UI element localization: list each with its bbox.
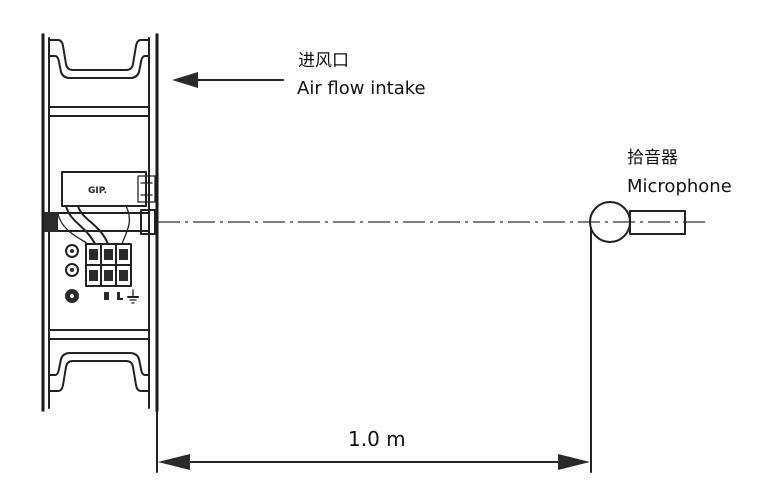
terminal-cell: [104, 270, 113, 281]
connector-dot-2: [70, 268, 74, 272]
terminal-cell: [119, 270, 128, 281]
fan-housing: [41, 33, 159, 412]
terminal-cell: [104, 249, 113, 260]
fan-bottom-rim-inner: [48, 352, 150, 376]
terminal-mark-2b: [117, 298, 123, 300]
wire-2: [77, 205, 109, 245]
distance-dimension: [156, 227, 592, 473]
microphone-head: [589, 201, 631, 243]
connector-circle-2: [65, 263, 79, 277]
microphone: [589, 201, 686, 243]
air-flow-arrow: [172, 72, 284, 88]
connector-dot-3: [70, 294, 74, 298]
wire-4: [57, 213, 89, 245]
terminal-mark-1: [104, 292, 109, 300]
connector-components: [65, 244, 139, 304]
air-flow-arrowhead-icon: [172, 72, 198, 88]
microphone-label-cn: 拾音器: [627, 148, 678, 168]
dimension-arrowhead-left-icon: [158, 454, 190, 470]
wiring: [57, 205, 130, 245]
wire-3: [121, 205, 130, 245]
distance-label: 1.0 m: [348, 427, 406, 451]
terminal-cell: [119, 249, 128, 260]
dimension-arrowhead-right-icon: [558, 454, 590, 470]
terminal-mark-2: [117, 292, 120, 300]
connector-dot-1: [70, 249, 74, 253]
terminal-cell: [89, 249, 98, 260]
motor-label: GIP.: [88, 186, 107, 196]
fan-shaft-right-block: [140, 209, 156, 235]
intake-label-cn: 进风口: [298, 51, 349, 71]
motor-box-cap: [137, 175, 156, 203]
motor-box-body: [61, 171, 147, 207]
connector-circle-1: [65, 244, 79, 258]
fan-shaft-left-block: [44, 212, 58, 232]
fan-shaft: [44, 209, 156, 235]
terminal-block: [85, 243, 132, 287]
fan-top-rim-inner: [48, 55, 150, 79]
microphone-label-en: Microphone: [627, 176, 732, 197]
fan-top-rim-outer: [48, 39, 150, 71]
wire-1: [65, 205, 96, 245]
fan-bottom-rim-outer: [48, 360, 150, 392]
terminal-cell: [89, 270, 98, 281]
motor-box: GIP.: [61, 171, 156, 207]
intake-label-en: Air flow intake: [297, 78, 426, 99]
ground-symbol-icon: [127, 289, 139, 304]
